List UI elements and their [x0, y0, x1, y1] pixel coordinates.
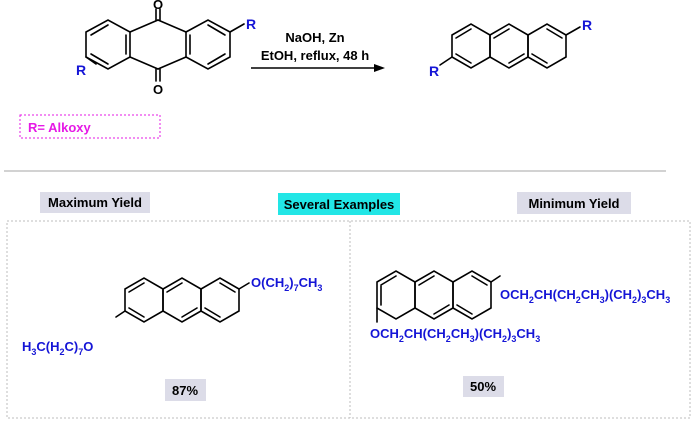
reactant-substituent-bond: [229, 23, 245, 33]
example-min-double-bond: [380, 275, 397, 286]
example-min-yield-box: [463, 376, 504, 397]
min-yield-label: Minimum Yield: [528, 196, 619, 211]
example-max-yield: 87%: [172, 383, 198, 398]
product-double-bond: [546, 28, 563, 39]
product-substituent-bond: [439, 56, 453, 66]
example-max-ring-left: [124, 277, 164, 323]
example-max-substituent-bond: [115, 310, 126, 318]
max-yield-label-box: [40, 192, 150, 213]
reactant-double-bond: [207, 24, 226, 36]
example-max-substituent-bond: [238, 282, 250, 290]
example-min-double-bond: [433, 304, 450, 315]
example-min-double-bond: [456, 304, 473, 315]
example-min-ring-left: [376, 270, 416, 320]
example-max-ring-right: [200, 277, 240, 323]
example-max-ring-center: [162, 277, 202, 323]
carbonyl-oxygen-top: O: [153, 0, 163, 12]
reactant-bond: [129, 19, 159, 33]
example-max-anthracene: [115, 277, 250, 323]
example-max-yield-box: [165, 379, 206, 401]
example-min-left-substituent: OCH2CH(CH2CH3)(CH2)3CH3: [370, 326, 540, 344]
example-max-double-bond: [128, 307, 145, 318]
carbonyl-oxygen-bottom: O: [153, 82, 163, 97]
example-min-double-bond: [471, 275, 488, 286]
r-definition-box: [19, 114, 161, 139]
reaction-arrow-head: [374, 64, 385, 72]
example-min-right-substituent: OCH2CH(CH2CH3)(CH2)3CH3: [500, 287, 670, 305]
product-double-bond: [508, 53, 525, 64]
r-definition-label: R= Alkoxy: [28, 120, 92, 135]
reactant-r-right: R: [246, 16, 256, 32]
product-r-right: R: [582, 17, 592, 33]
reactant-double-bond: [90, 53, 109, 65]
product-anthracene: [439, 23, 581, 69]
example-max-double-bond: [219, 282, 236, 293]
product-ring-center: [489, 23, 529, 69]
several-examples-label: Several Examples: [284, 197, 395, 212]
product-ring-right: [527, 23, 567, 69]
product-double-bond: [455, 53, 472, 64]
product-double-bond: [455, 28, 472, 39]
several-examples-highlight: [278, 193, 400, 215]
product-r-left: R: [429, 63, 439, 79]
reactant-anthraquinone: [85, 8, 245, 82]
product-double-bond: [493, 28, 510, 39]
example-min-substituent-bond: [490, 275, 501, 283]
reactant-substituent-bond: [85, 56, 97, 65]
reactant-ring-right: [185, 19, 231, 70]
reactant-bond: [129, 56, 159, 70]
example-min-ring-right: [452, 270, 492, 320]
example-max-double-bond: [181, 307, 198, 318]
reactant-r-left: R: [76, 62, 86, 78]
example-min-anthracene: [376, 270, 501, 323]
reagents-line-1: NaOH, Zn: [285, 30, 344, 45]
example-max-double-bond: [128, 282, 145, 293]
product-substituent-bond: [565, 26, 581, 36]
example-min-ring-center: [414, 270, 454, 320]
example-min-yield: 50%: [470, 379, 496, 394]
example-max-double-bond: [204, 307, 221, 318]
max-yield-label: Maximum Yield: [48, 195, 142, 210]
example-max-double-bond: [166, 282, 183, 293]
reagents-line-2: EtOH, reflux, 48 h: [261, 48, 369, 63]
examples-panel: [6, 220, 691, 419]
example-min-double-bond: [418, 275, 435, 286]
product-double-bond: [531, 53, 548, 64]
product-ring-left: [451, 23, 491, 69]
reactant-bond: [157, 19, 187, 33]
example-max-left-substituent: H3C(H2C)7O: [22, 339, 93, 357]
reactant-bond: [157, 56, 187, 70]
example-max-right-substituent: O(CH2)7CH3: [251, 275, 322, 293]
min-yield-label-box: [517, 192, 631, 214]
reactant-double-bond: [207, 53, 226, 65]
reactant-double-bond: [90, 24, 109, 36]
